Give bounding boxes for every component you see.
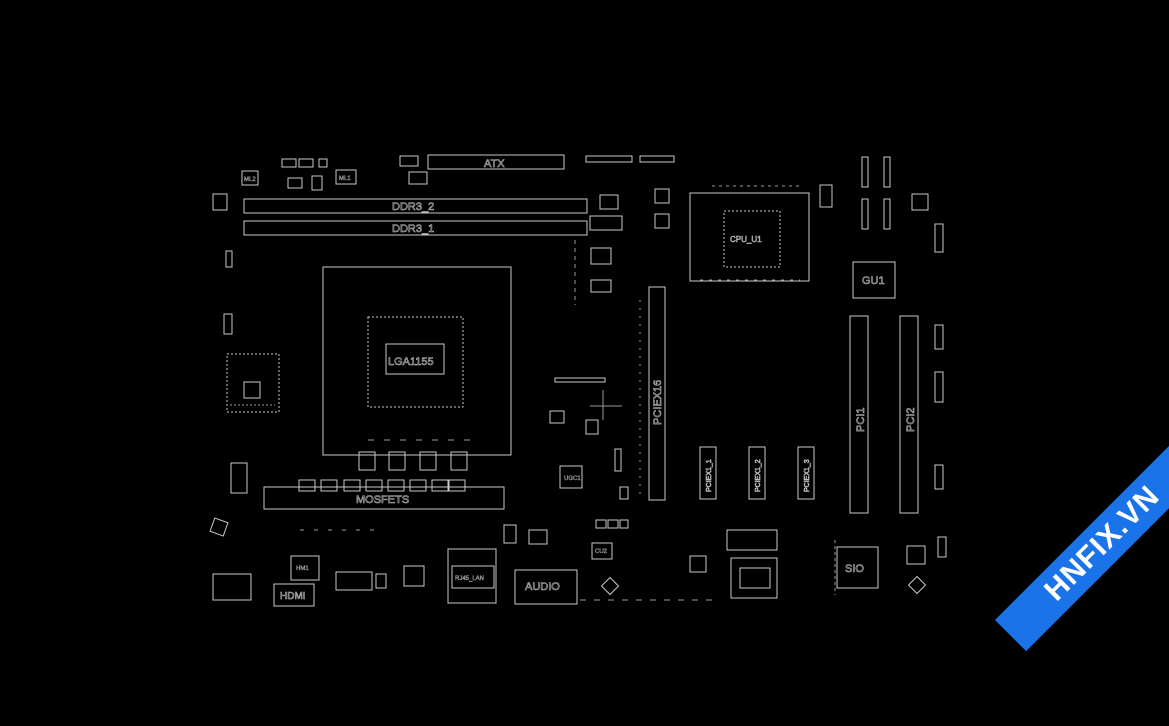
pciex1-1-label: PCIEX1_1	[706, 459, 713, 492]
ddr3-1-slot	[243, 220, 588, 236]
lan-connector	[447, 548, 497, 604]
gu1-label: GU1	[862, 275, 885, 287]
pciex16-label: PCIEX16	[652, 380, 664, 425]
ml2-chip	[241, 170, 259, 186]
atx-label: ATX	[484, 158, 505, 170]
ugc-label: UGC1	[564, 476, 581, 482]
audio-connector	[514, 569, 578, 605]
ml2-label: ML2	[244, 177, 256, 183]
hm1-chip	[290, 555, 320, 581]
audio-label: AUDIO	[525, 581, 560, 593]
ddr1-label: DDR3_1	[392, 223, 434, 235]
mosfets-label: MOSFETS	[356, 494, 409, 506]
pciex1-3-label: PCIEX1_3	[804, 459, 811, 492]
pciex1-2-label: PCIEX1_2	[755, 459, 762, 492]
ddr3-2-slot	[243, 198, 588, 214]
sio-label: SIO	[845, 563, 864, 575]
pch-chip-area	[689, 192, 810, 282]
pciex1-2-slot	[748, 446, 766, 500]
hdmi-connector	[273, 583, 315, 607]
pciex16-slot	[648, 286, 666, 501]
mosfets-region	[263, 486, 505, 510]
pci1-slot	[849, 315, 869, 514]
ml1-chip	[335, 169, 357, 185]
pciex1-1-slot	[699, 446, 717, 500]
cu2-label: CU2	[595, 549, 608, 555]
gu1-chip	[852, 261, 896, 299]
pci2-label: PCI2	[905, 408, 917, 432]
lan-label: RJ45_LAN	[455, 576, 484, 582]
cpu-socket	[322, 266, 512, 456]
ml1-label: ML1	[339, 176, 351, 182]
atx-connector	[427, 154, 565, 170]
ddr2-label: DDR3_2	[392, 201, 434, 213]
pci2-slot	[899, 315, 919, 514]
sio-chip	[836, 546, 879, 589]
cu2-chip	[591, 542, 613, 560]
pci1-label: PCI1	[855, 408, 867, 432]
hm1-label: HM1	[296, 566, 309, 572]
hdmi-label: HDMI	[280, 591, 306, 602]
cpu-label: LGA1155	[388, 356, 434, 368]
pciex1-3-slot	[797, 446, 815, 500]
pch-label: CPU_U1	[730, 235, 762, 244]
